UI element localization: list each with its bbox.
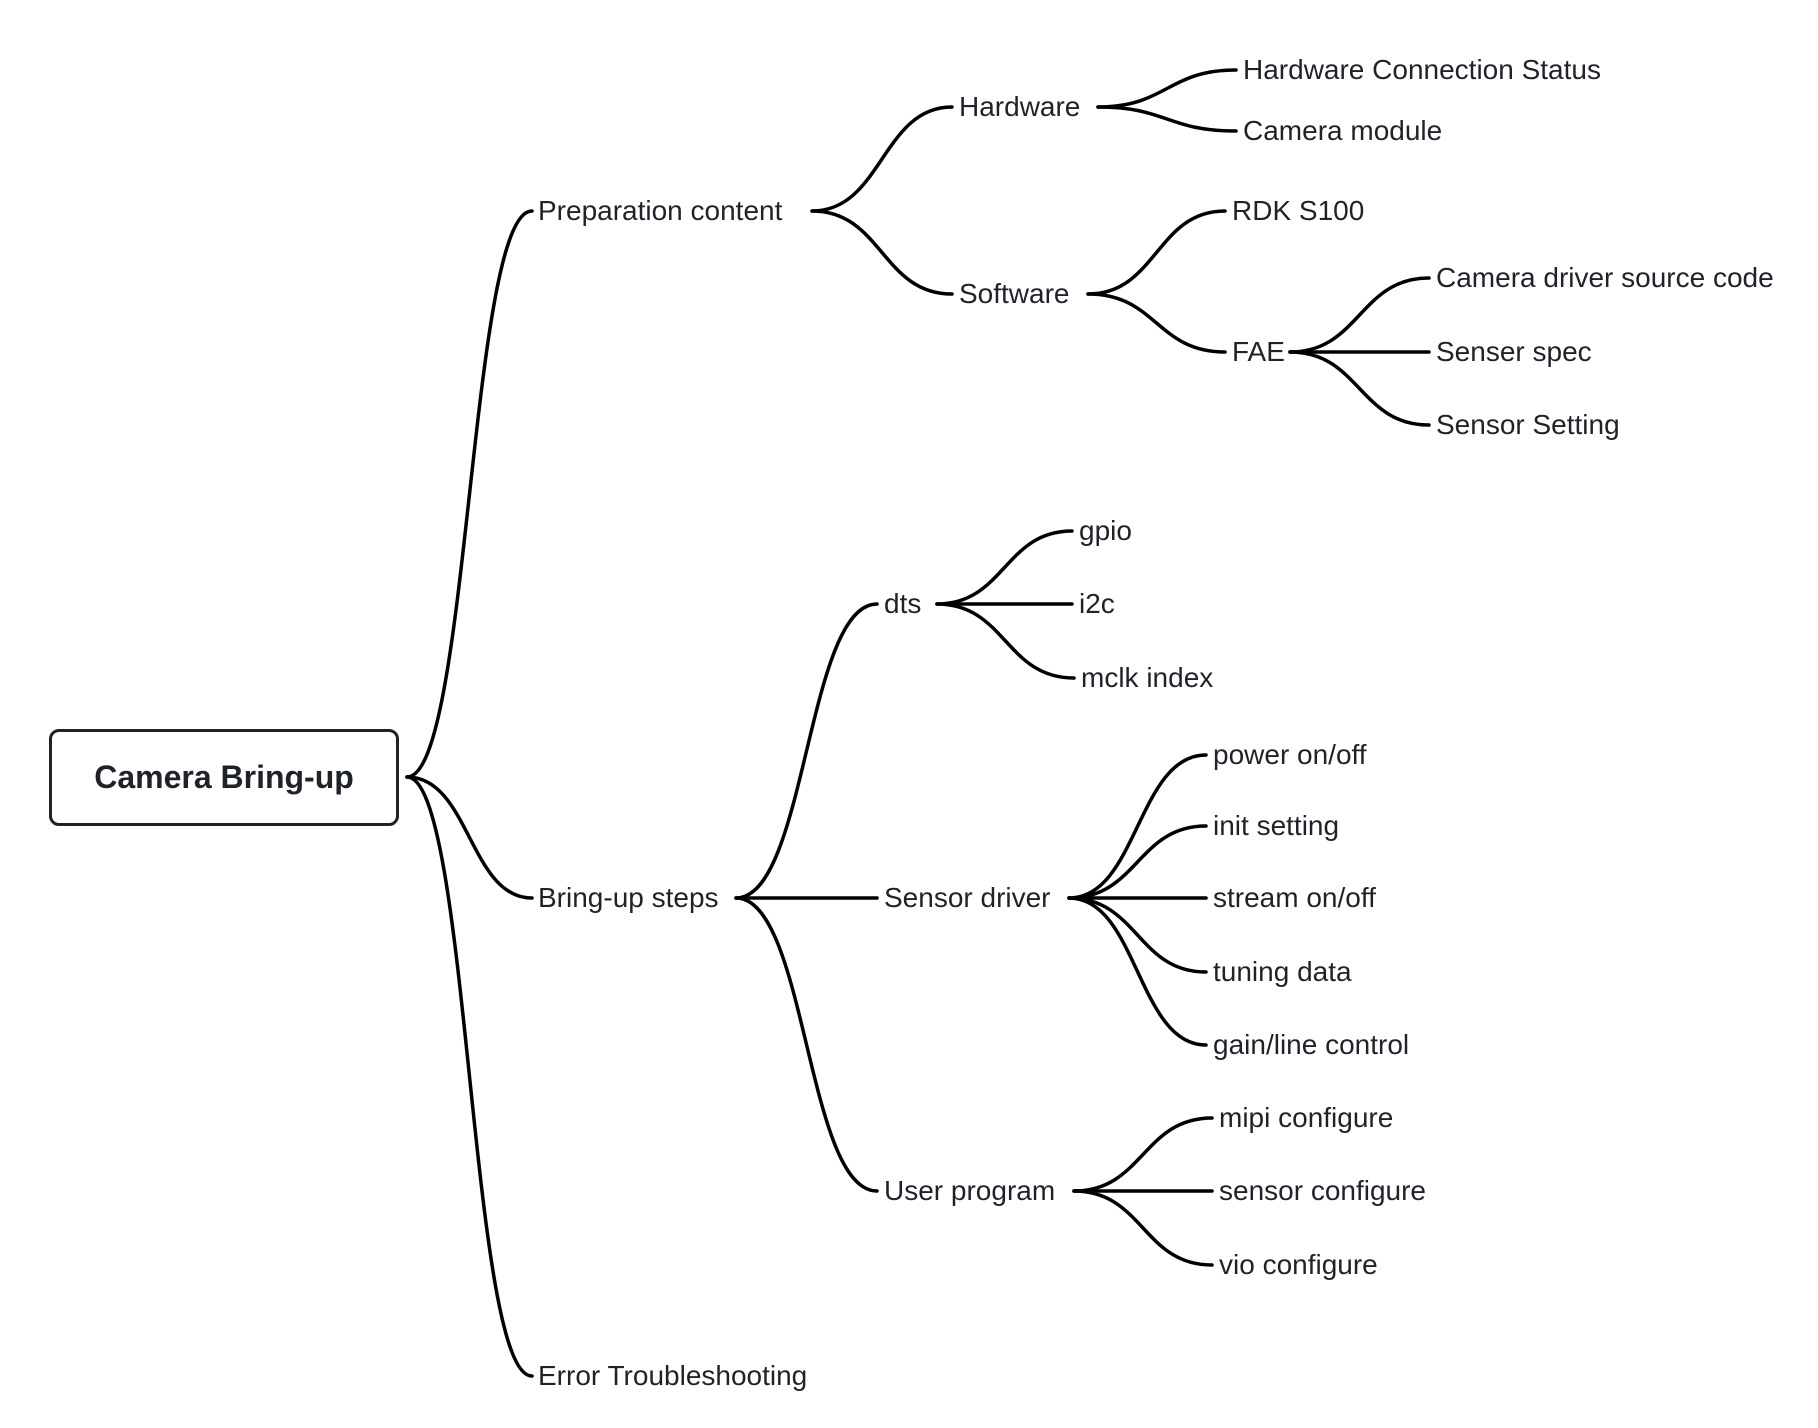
node-sensor-setting[interactable]: Sensor Setting bbox=[1436, 409, 1620, 440]
node-sensor-driver[interactable]: Sensor driver bbox=[884, 882, 1051, 913]
connector-dts-gpio bbox=[935, 529, 1074, 606]
connector-fae-setting bbox=[1288, 350, 1431, 427]
node-gain-line-control[interactable]: gain/line control bbox=[1213, 1029, 1410, 1060]
node-mclk-index[interactable]: mclk index bbox=[1081, 662, 1214, 693]
connector-preparation-software bbox=[810, 209, 954, 296]
node-i2c[interactable]: i2c bbox=[1079, 588, 1115, 619]
node-camera-driver-source-code[interactable]: Camera driver source code bbox=[1436, 262, 1774, 293]
node-init-setting[interactable]: init setting bbox=[1213, 810, 1340, 841]
connector-bringup-user bbox=[734, 896, 879, 1193]
connector-software-rdk bbox=[1086, 209, 1227, 296]
node-gpio[interactable]: gpio bbox=[1079, 515, 1132, 546]
node-tuning-data[interactable]: tuning data bbox=[1213, 956, 1352, 987]
node-rdk-s100[interactable]: RDK S100 bbox=[1232, 195, 1365, 226]
connector-hardware-status bbox=[1096, 68, 1238, 109]
connector-driver-gain bbox=[1067, 896, 1208, 1047]
node-stream-on-off[interactable]: stream on/off bbox=[1213, 882, 1376, 913]
connector-hardware-module bbox=[1096, 105, 1238, 133]
node-preparation-content[interactable]: Preparation content bbox=[538, 195, 783, 226]
connector-software-fae bbox=[1086, 292, 1227, 354]
connector-driver-init bbox=[1067, 824, 1208, 900]
node-fae[interactable]: FAE bbox=[1232, 336, 1285, 367]
node-vio-configure[interactable]: vio configure bbox=[1219, 1249, 1378, 1280]
node-error-troubleshooting[interactable]: Error Troubleshooting bbox=[538, 1360, 808, 1391]
connector-root-error bbox=[405, 775, 534, 1378]
connector-bringup-dts bbox=[734, 602, 879, 900]
connector-driver-power bbox=[1067, 753, 1208, 900]
connector-root-bringup bbox=[405, 775, 534, 900]
connector-root-preparation bbox=[405, 209, 534, 779]
node-senser-spec[interactable]: Senser spec bbox=[1436, 336, 1592, 367]
node-sensor-configure[interactable]: sensor configure bbox=[1219, 1175, 1427, 1206]
root-node-label: Camera Bring-up bbox=[94, 759, 354, 795]
root-node[interactable]: Camera Bring-up bbox=[49, 729, 399, 826]
connector-user-mipi bbox=[1072, 1116, 1214, 1193]
node-mipi-configure[interactable]: mipi configure bbox=[1219, 1102, 1394, 1133]
connector-fae-source bbox=[1288, 276, 1431, 354]
connector-user-vio bbox=[1072, 1189, 1214, 1267]
node-user-program[interactable]: User program bbox=[884, 1175, 1056, 1206]
connector-driver-tuning bbox=[1067, 896, 1208, 974]
connector-dts-mclk bbox=[935, 602, 1076, 680]
connector-preparation-hardware bbox=[810, 105, 954, 213]
node-hardware-connection-status[interactable]: Hardware Connection Status bbox=[1243, 54, 1601, 85]
node-software[interactable]: Software bbox=[959, 278, 1070, 309]
node-hardware[interactable]: Hardware bbox=[959, 91, 1081, 122]
node-camera-module[interactable]: Camera module bbox=[1243, 115, 1443, 146]
node-dts[interactable]: dts bbox=[884, 588, 922, 619]
node-bring-up-steps[interactable]: Bring-up steps bbox=[538, 882, 719, 913]
node-power-on-off[interactable]: power on/off bbox=[1213, 739, 1367, 770]
